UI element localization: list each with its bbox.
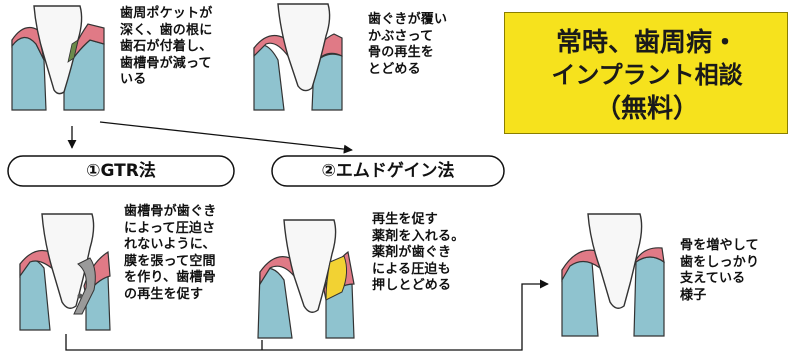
stage2-caption: 歯ぐきが覆い かぶさって 骨の再生を とどめる <box>368 12 448 77</box>
banner-line2: インプラント相談 <box>551 61 743 89</box>
emdogain-method-label: ②エムドゲイン法 <box>321 161 455 181</box>
tooth-illustration-stage5 <box>561 213 665 337</box>
stage5-caption: 骨を増やして 歯をしっかり 支えている 様子 <box>680 238 760 303</box>
banner-line1: 常時、歯周病・ <box>555 28 738 58</box>
tooth-illustration-stage2 <box>253 3 343 111</box>
flow-arrows <box>65 121 549 351</box>
gtr-method-label: ①GTR法 <box>86 161 156 181</box>
stage3-caption: 歯槽骨が歯ぐき によって圧迫さ れないように、 膜を張って空間 を作り、歯槽骨 … <box>124 204 217 302</box>
gtr-method-oval <box>7 155 235 187</box>
emdogain-method-oval <box>271 155 505 187</box>
stage4-caption: 再生を促す 薬剤を入れる。 薬剤が歯ぐき による圧迫も 押しとどめる <box>372 212 465 293</box>
banner-line3: （無料） <box>594 94 699 124</box>
stage1-caption: 歯周ポケットが 深く、歯の根に 歯石が付着し、 歯槽骨が減って いる <box>120 6 213 87</box>
tooth-illustration-stage1 <box>11 5 105 111</box>
arrow-to-emd <box>99 121 353 154</box>
consultation-banner: 常時、歯周病・ インプラント相談 （無料） <box>504 12 788 134</box>
tooth-illustration-stage4 <box>257 219 355 339</box>
arrow-to-result <box>65 279 549 351</box>
tooth-illustration-stage3 <box>19 213 111 331</box>
